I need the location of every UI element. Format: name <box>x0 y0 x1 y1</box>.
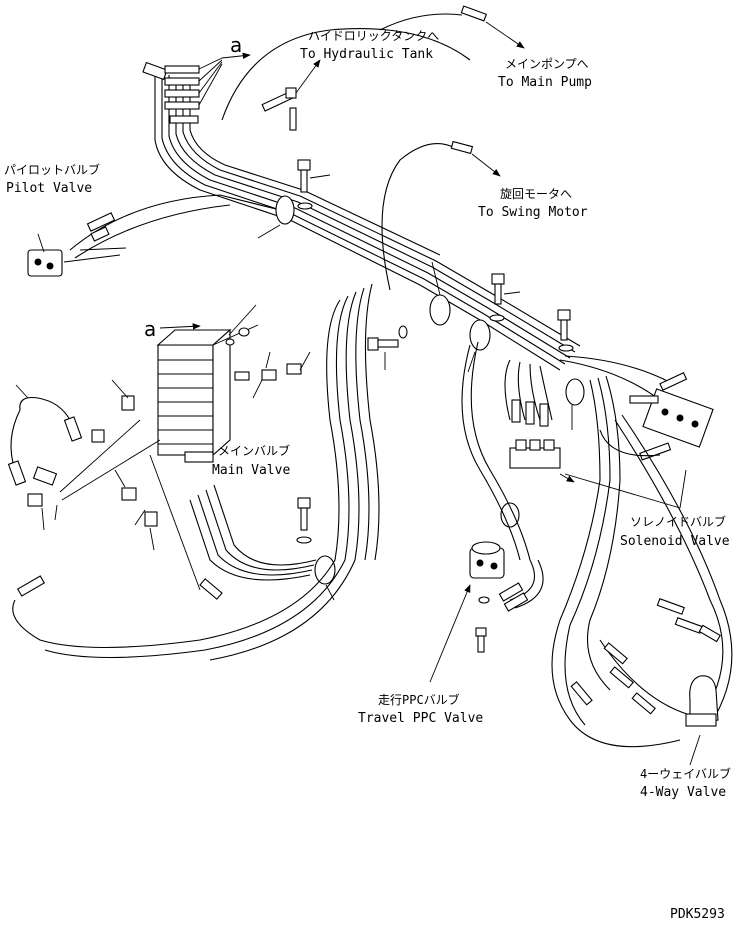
main-hose-bundle <box>154 70 581 371</box>
label-main-valve-jp: メインバルブ <box>218 443 290 458</box>
travel-ppc-valve <box>429 341 544 683</box>
bolts <box>296 159 574 653</box>
left-side-hoses <box>7 384 161 531</box>
label-swing-motor-jp: 旋回モータへ <box>500 187 572 201</box>
hydraulic-tank-line <box>221 28 471 131</box>
label-pilot-valve-jp: パイロットバルブ <box>4 162 100 177</box>
detail-arrow-mid <box>159 323 201 330</box>
main-valve <box>156 304 259 463</box>
detail-arrow-top <box>221 52 251 59</box>
label-main-pump-en: To Main Pump <box>498 75 592 90</box>
detail-marker-a-top: a <box>230 33 242 57</box>
solenoid-valve <box>504 355 714 509</box>
hose-clamps <box>257 195 585 601</box>
bundle-end-fittings <box>142 57 223 124</box>
main-valve-fittings <box>111 351 311 551</box>
label-travel-ppc-jp: 走行PPCバルブ <box>378 692 460 707</box>
four-way-valve <box>551 375 733 766</box>
drawing-number: PDK5293 <box>670 907 725 922</box>
label-four-way-en: 4-Way Valve <box>640 785 726 800</box>
label-main-pump-jp: メインポンプへ <box>505 57 589 71</box>
label-travel-ppc-en: Travel PPC Valve <box>358 711 483 726</box>
label-hydraulic-tank-en: To Hydraulic Tank <box>300 47 433 62</box>
main-pump-line <box>379 5 525 49</box>
bottom-loop-hoses <box>12 283 380 661</box>
label-four-way-jp: 4ーウェイバルブ <box>640 766 731 781</box>
label-hydraulic-tank-jp: ハイドロリックタンクへ <box>308 29 439 43</box>
label-solenoid-valve-en: Solenoid Valve <box>620 534 730 549</box>
detail-marker-a-mid: a <box>144 317 156 341</box>
swing-motor-line <box>381 140 501 291</box>
label-solenoid-valve-jp: ソレノイドバルブ <box>630 514 726 529</box>
label-main-valve-en: Main Valve <box>212 463 290 478</box>
label-pilot-valve-en: Pilot Valve <box>6 181 92 196</box>
pilot-valve <box>27 194 281 277</box>
label-swing-motor-en: To Swing Motor <box>478 205 588 220</box>
